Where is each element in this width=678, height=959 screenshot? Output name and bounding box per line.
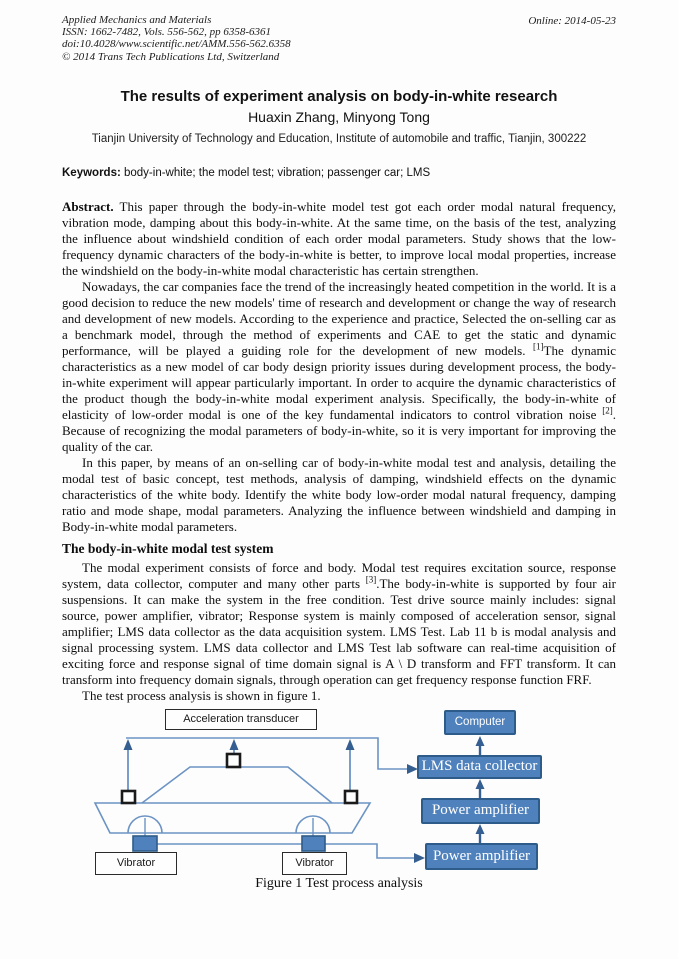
- journal-copyright-line: © 2014 Trans Tech Publications Ltd, Swit…: [62, 50, 280, 63]
- car-hull-outline: [93, 802, 372, 834]
- arrow-into-power-amplifier-icon: [414, 852, 425, 863]
- test-process-diagram: [93, 735, 485, 863]
- journal-doi-line: doi:10.4028/www.scientific.net/AMM.556-5…: [62, 38, 291, 51]
- figure-caption: Figure 1 Test process analysis: [255, 875, 423, 891]
- arrow-into-lms-icon: [407, 763, 418, 774]
- abstract-text: This paper through the body-in-white mod…: [62, 198, 616, 278]
- accelerometer-sensor-icon: [120, 789, 137, 805]
- box-power-amplifier-upper: Power amplifier: [421, 797, 540, 824]
- up-arrow-icon: [475, 735, 485, 746]
- body-paragraph-4: The modal experiment consists of force a…: [62, 559, 616, 687]
- car-cabin-outline: [141, 766, 333, 804]
- journal-name: Applied Mechanics and Materials: [62, 14, 212, 26]
- abstract-label: Abstract.: [62, 198, 114, 214]
- box-vibrator-rear: Vibrator: [282, 851, 347, 875]
- body-paragraph-3: In this paper, by means of an on-selling…: [62, 454, 616, 534]
- up-arrow-icon: [123, 738, 133, 750]
- rear-wheel-arc: [295, 815, 331, 833]
- rear-exciter-pad: [301, 835, 326, 852]
- keywords-label: Keywords:: [62, 166, 121, 179]
- sensor-signal-line: [126, 737, 407, 770]
- keywords-text: body-in-white; the model test; vibration…: [120, 166, 431, 179]
- front-wheel-arc: [127, 815, 163, 833]
- accelerometer-sensor-icon: [225, 752, 242, 769]
- affiliation: Tianjin University of Technology and Edu…: [91, 132, 587, 145]
- journal-issn-line: ISSN: 1662-7482, Vols. 556-562, pp 6358-…: [62, 26, 271, 39]
- paper-title: The results of experiment analysis on bo…: [120, 87, 558, 105]
- body-paragraph-5: The test process analysis is shown in fi…: [82, 687, 321, 703]
- up-arrow-icon: [345, 738, 355, 750]
- up-arrow-icon: [475, 823, 485, 834]
- body-paragraph-2: Nowadays, the car companies face the tre…: [62, 278, 616, 454]
- up-arrow-icon: [229, 738, 239, 750]
- box-computer: Computer: [444, 709, 516, 735]
- figure-1: Acceleration transducer Computer LMS dat…: [62, 706, 616, 896]
- authors: Huaxin Zhang, Minyong Tong: [248, 108, 430, 125]
- journal-header: Applied Mechanics and Materials ISSN: 16…: [62, 14, 616, 63]
- up-arrow-icon: [475, 778, 485, 789]
- box-power-amplifier-lower: Power amplifier: [425, 842, 538, 870]
- online-date: Online: 2014-05-23: [528, 15, 616, 27]
- front-exciter-pad: [132, 835, 158, 852]
- accelerometer-sensor-icon: [343, 789, 359, 805]
- abstract-paragraph: Abstract. This paper through the body-in…: [62, 199, 616, 279]
- keywords-line: Keywords: body-in-white; the model test;…: [62, 167, 616, 180]
- box-lms-data-collector: LMS data collector: [417, 754, 542, 779]
- vibrator-signal-line: [145, 843, 414, 859]
- box-acceleration-transducer: Acceleration transducer: [165, 708, 317, 730]
- box-vibrator-front: Vibrator: [95, 851, 177, 875]
- section-heading: The body-in-white modal test system: [62, 540, 274, 556]
